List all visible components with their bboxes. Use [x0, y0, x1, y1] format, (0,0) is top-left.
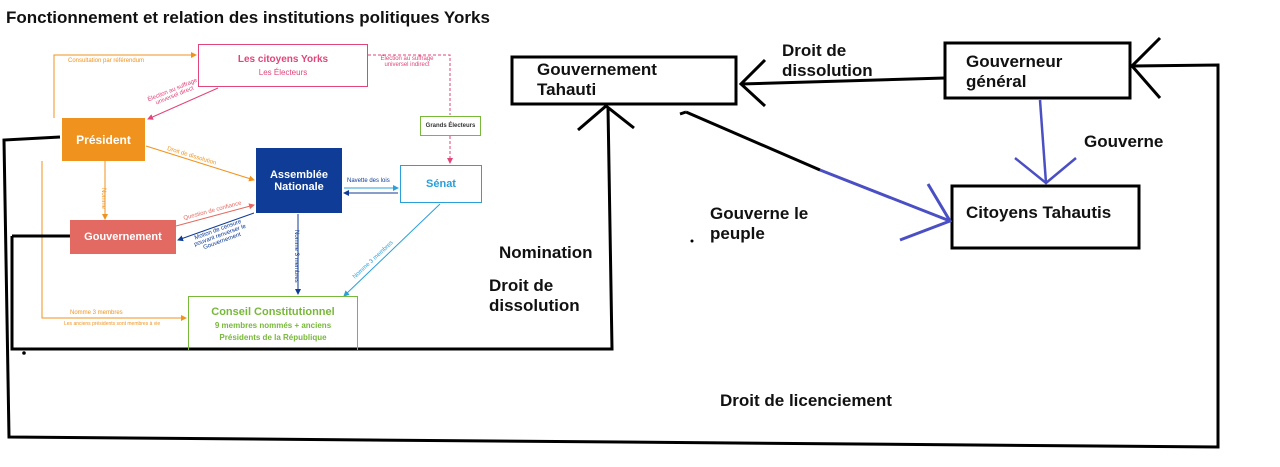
box-citoyens-yorks: Les citoyens Yorks Les Électeurs: [198, 44, 368, 87]
arrow-gouverne-peuple-black: [685, 110, 821, 172]
citoyens-yorks-sub: Les Électeurs: [258, 68, 308, 77]
label-droit-dissolution-top-1: Droit de: [782, 41, 847, 60]
edge-label-navette: Navette des lois: [347, 178, 390, 184]
gouverneur-general-line2: général: [966, 72, 1027, 92]
edge-label-referendum: Consultation par référendum: [68, 58, 145, 64]
label-droit-dissolution-left: Droit de dissolution: [489, 276, 580, 317]
edge-label-suffrage-indirect: Élection au suffrage universel indirect: [380, 56, 434, 68]
box-gouverneur-general: [943, 41, 1132, 100]
label-nomination: Nomination: [499, 243, 593, 262]
line-licenciement: [2, 63, 1220, 449]
box-president: Président: [62, 118, 145, 161]
edge-senat-conseil: [343, 203, 441, 297]
arrow-gouverne-head: [1014, 157, 1077, 185]
arrow-dissolution-top-head: [738, 58, 767, 108]
conseil-label-2: 9 membres nommés + anciens: [214, 320, 332, 330]
box-assemblee-nationale: Assemblée Nationale: [256, 148, 342, 213]
label-gouverne: Gouverne: [1084, 132, 1164, 151]
senat-label: Sénat: [426, 178, 456, 190]
arrow-licenciement-head: [1129, 36, 1162, 99]
arrow-gouverne-peuple-blue: [819, 168, 951, 223]
edge-label-nomme: Nomme: [100, 188, 106, 210]
label-droit-dissolution-top-2: dissolution: [782, 61, 873, 81]
edge-referendum: [53, 52, 197, 118]
box-gouvernement-tahauti: [510, 55, 738, 106]
arrow-dissolution-top: [740, 76, 946, 86]
dot-marker: [22, 351, 26, 355]
citoyens-yorks-label: Les citoyens Yorks: [237, 54, 329, 65]
box-citoyens-tahautis: [950, 184, 1141, 250]
edge-dissolution: [145, 145, 255, 182]
edge-question-confiance: [175, 203, 255, 227]
label-gouverne-peuple-1: Gouverne le: [710, 204, 809, 223]
assemblee-label-2: Nationale: [274, 180, 324, 193]
gouverneur-general-line1: Gouverneur: [966, 52, 1063, 71]
arrow-nomination-head: [577, 104, 635, 132]
conseil-label-3: Présidents de la République: [219, 332, 327, 342]
conseil-label-1: Conseil Constitutionnel: [211, 305, 335, 318]
grands-electeurs-label: Grands Électeurs: [425, 123, 476, 129]
edge-label-nomme3-president: Nomme 3 membres: [70, 310, 123, 316]
arrow-gouverne-peuple-head: [899, 183, 953, 242]
label-gouverne-peuple: Gouverne le peuple: [710, 204, 808, 245]
box-gouvernement-yorks: Gouvernement: [70, 220, 176, 254]
line-nomination: [10, 106, 614, 351]
label-droit-dissolution-left-1: Droit de: [489, 276, 554, 295]
gouvernement-tahauti-label: Gouvernement Tahauti: [537, 60, 657, 101]
assemblee-label-1: Assemblée: [269, 168, 329, 181]
president-label: Président: [76, 132, 131, 147]
box-grands-electeurs: Grands Électeurs: [420, 116, 481, 136]
edge-motion-censure: [177, 212, 255, 242]
edge-president-conseil: [41, 161, 187, 321]
page-title: Fonctionnement et relation des instituti…: [6, 8, 490, 27]
gouvernement-tahauti-line1: Gouvernement: [537, 60, 657, 79]
arrow-gouverne-peuple-tail: [679, 110, 687, 116]
label-licenciement: Droit de licenciement: [720, 391, 892, 410]
edge-suffrage-indirect: [368, 54, 451, 115]
label-droit-dissolution-top: Droit de dissolution: [782, 41, 873, 82]
citoyens-tahautis-label: Citoyens Tahautis: [966, 203, 1112, 222]
box-senat: Sénat: [400, 165, 482, 203]
label-droit-dissolution-left-2: dissolution: [489, 296, 580, 316]
edge-label-nomme3-an: Nomme 3 membres: [293, 230, 299, 283]
label-gouverne-peuple-2: peuple: [710, 224, 765, 244]
edge-suffrage-direct: [147, 87, 219, 120]
dot-marker: [690, 239, 694, 243]
gouverneur-general-label: Gouverneur général: [966, 52, 1062, 93]
arrow-gouverne: [1038, 99, 1048, 184]
box-conseil-constitutionnel: Conseil Constitutionnel 9 membres nommés…: [188, 296, 358, 350]
edge-label-anciens: Les anciens présidents sont membres à vi…: [64, 321, 161, 327]
gouvernement-yorks-label: Gouvernement: [84, 231, 162, 243]
gouvernement-tahauti-line2: Tahauti: [537, 80, 597, 100]
